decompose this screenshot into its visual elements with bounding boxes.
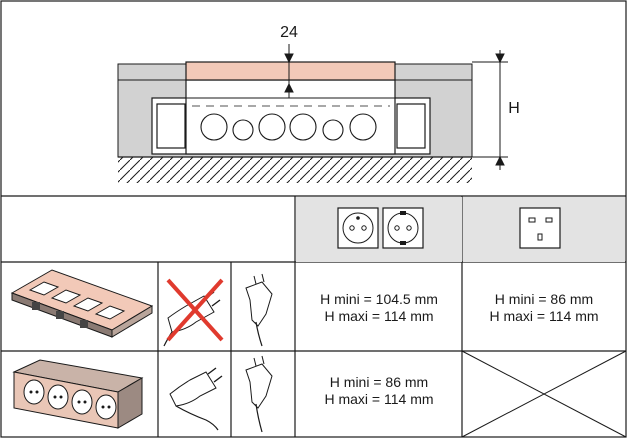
lid xyxy=(185,61,396,81)
row2-french-german-max: H maxi = 114 mm xyxy=(324,391,434,407)
row1-uk-max: H maxi = 114 mm xyxy=(489,308,599,324)
german-schuko-socket-icon xyxy=(382,207,424,249)
cross-section-diagram xyxy=(117,44,508,183)
header-cell-french-german xyxy=(296,197,462,262)
row1-french-german-spec: H mini = 104.5 mm H maxi = 114 mm xyxy=(296,291,462,325)
dimension-h-label: H xyxy=(508,100,520,117)
socket-row-side-view xyxy=(200,113,377,141)
dimension-24-label: 24 xyxy=(280,24,298,41)
angled-plug-icon xyxy=(245,273,273,347)
row1-uk-min: H mini = 86 mm xyxy=(494,291,594,307)
row2-french-german-spec: H mini = 86 mm H maxi = 114 mm xyxy=(296,374,462,408)
row1-french-german-min: H mini = 104.5 mm xyxy=(320,291,438,307)
straight-plug-icon xyxy=(169,367,223,431)
raised-4-socket-unit-icon xyxy=(12,359,144,429)
french-socket-icon xyxy=(337,207,379,249)
uk-socket-icon xyxy=(519,207,561,249)
not-available-cell xyxy=(461,350,627,438)
row2-french-german-min: H mini = 86 mm xyxy=(329,374,429,390)
dimension-24-marker xyxy=(284,44,294,98)
straight-plug-not-allowed-icon xyxy=(163,278,224,347)
row1-french-german-max: H maxi = 114 mm xyxy=(324,308,434,324)
dimension-h-marker xyxy=(472,50,508,170)
angled-plug-icon xyxy=(245,355,273,433)
flat-4-socket-unit-icon xyxy=(10,269,154,338)
row1-uk-spec: H mini = 86 mm H maxi = 114 mm xyxy=(463,291,625,325)
